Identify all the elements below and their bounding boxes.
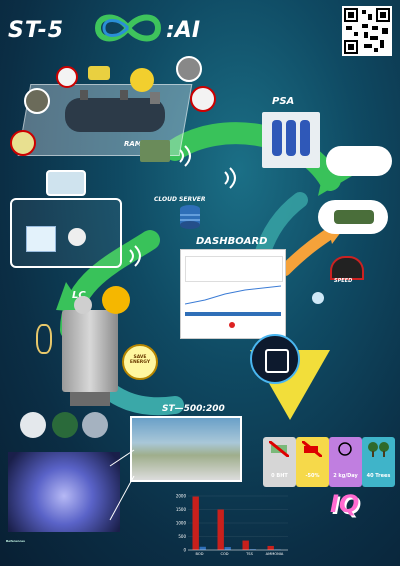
chart-y-tick-label: 2000: [176, 494, 187, 499]
kpi-card-co2: 2 kg/Day: [329, 437, 362, 487]
chart-bar: [217, 509, 224, 550]
installation-site-photo: [130, 416, 242, 482]
chart-y-tick-label: 1000: [176, 521, 187, 526]
insect-icon: [88, 66, 110, 80]
psa-detail-bubble: [326, 146, 392, 176]
references-section: References: [6, 539, 246, 544]
worker-photo-icon: [176, 56, 202, 82]
sun-icon: [102, 286, 130, 314]
no-money-icon: [269, 441, 289, 457]
bio-media-photo: [8, 452, 120, 532]
ramu-device-icon: [140, 140, 170, 162]
dashboard-label: DASHBOARD: [196, 236, 268, 247]
chart-x-tick-label: COD: [220, 552, 228, 556]
chart-y-tick-label: 1500: [176, 507, 187, 512]
st500-label: ST—500:200: [162, 404, 225, 414]
references-heading: References: [6, 539, 25, 543]
ramu-label: RAMU: [124, 140, 148, 148]
chart-x-tick-label: TSS: [245, 552, 253, 556]
lc-cap-icon: [74, 296, 92, 314]
sun-check-icon: [130, 68, 154, 92]
chart-y-tick-label: 500: [178, 534, 186, 539]
infinity-logo-icon: [94, 14, 162, 42]
speed-gauge-icon: [330, 256, 364, 280]
chart-bar: [192, 496, 199, 550]
cloud-server-label: CLOUD SERVER: [154, 196, 206, 203]
kpi-card-trees: 40 Trees: [362, 437, 395, 487]
speed-label: SPEED: [334, 278, 353, 284]
no-vehicle-icon: [190, 86, 216, 112]
wifi-signal-icons: [129, 145, 236, 267]
iq-label: IQ: [330, 490, 360, 518]
chart-bar: [199, 546, 206, 550]
chart-x-tick-label: BOD: [196, 552, 204, 556]
kpi-co2-value: 2 kg/Day: [333, 473, 358, 479]
media-sample-photo-3: [82, 412, 108, 438]
chart-bar: [242, 540, 249, 550]
media-sample-photo-2: [52, 412, 78, 438]
psa-label: PSA: [272, 96, 295, 107]
lc-label: LC: [72, 290, 86, 301]
no-truck-icon: [302, 441, 322, 457]
psa-unit-icon: [262, 112, 320, 168]
chart-y-tick-label: 0: [183, 548, 186, 553]
save-energy-label: SAVE ENERGY: [129, 355, 151, 365]
kpi-reduction-value: -50%: [305, 473, 320, 479]
kpi-trees-value: 40 Trees: [366, 473, 391, 479]
filter-media-photo: [46, 170, 86, 196]
septic-tank-icon: [65, 90, 165, 132]
bio-media-icon: [26, 226, 56, 252]
chart-bar: [267, 545, 274, 550]
media-sample-photo-1: [20, 412, 46, 438]
ai-chip-icon: [250, 334, 300, 384]
lc-machine-icon: [62, 310, 118, 392]
gas-bubble-icon: [312, 292, 324, 304]
save-energy-badge: SAVE ENERGY: [122, 344, 158, 380]
kpi-card-cost: 0 BHT: [263, 437, 296, 487]
chart-bar: [274, 549, 281, 550]
qr-code-icon[interactable]: [342, 6, 392, 56]
microbe-icon: [68, 228, 86, 246]
no-smell-icon: [56, 66, 78, 88]
poster-title-right: :AI: [166, 18, 201, 43]
chart-bar: [224, 547, 231, 550]
chart-bar: [249, 549, 256, 550]
co2-icon: [338, 442, 352, 456]
pipe-photo-icon: [24, 88, 50, 114]
kpi-cost-value: 0 BHT: [271, 473, 288, 479]
wheat-icon: [36, 324, 52, 354]
database-server-icon: [180, 205, 200, 229]
dashboard-screenshot[interactable]: [180, 249, 286, 339]
no-pollution-icon: [10, 130, 36, 156]
trees-icon: [368, 442, 389, 457]
kpi-card-reduction: -50%: [296, 437, 329, 487]
poster-title-left: ST-5: [8, 18, 65, 43]
lc-base-icon: [70, 392, 110, 406]
chart-x-tick-label: AMMONIA: [266, 552, 284, 556]
membrane-module-bubble: [318, 200, 388, 234]
